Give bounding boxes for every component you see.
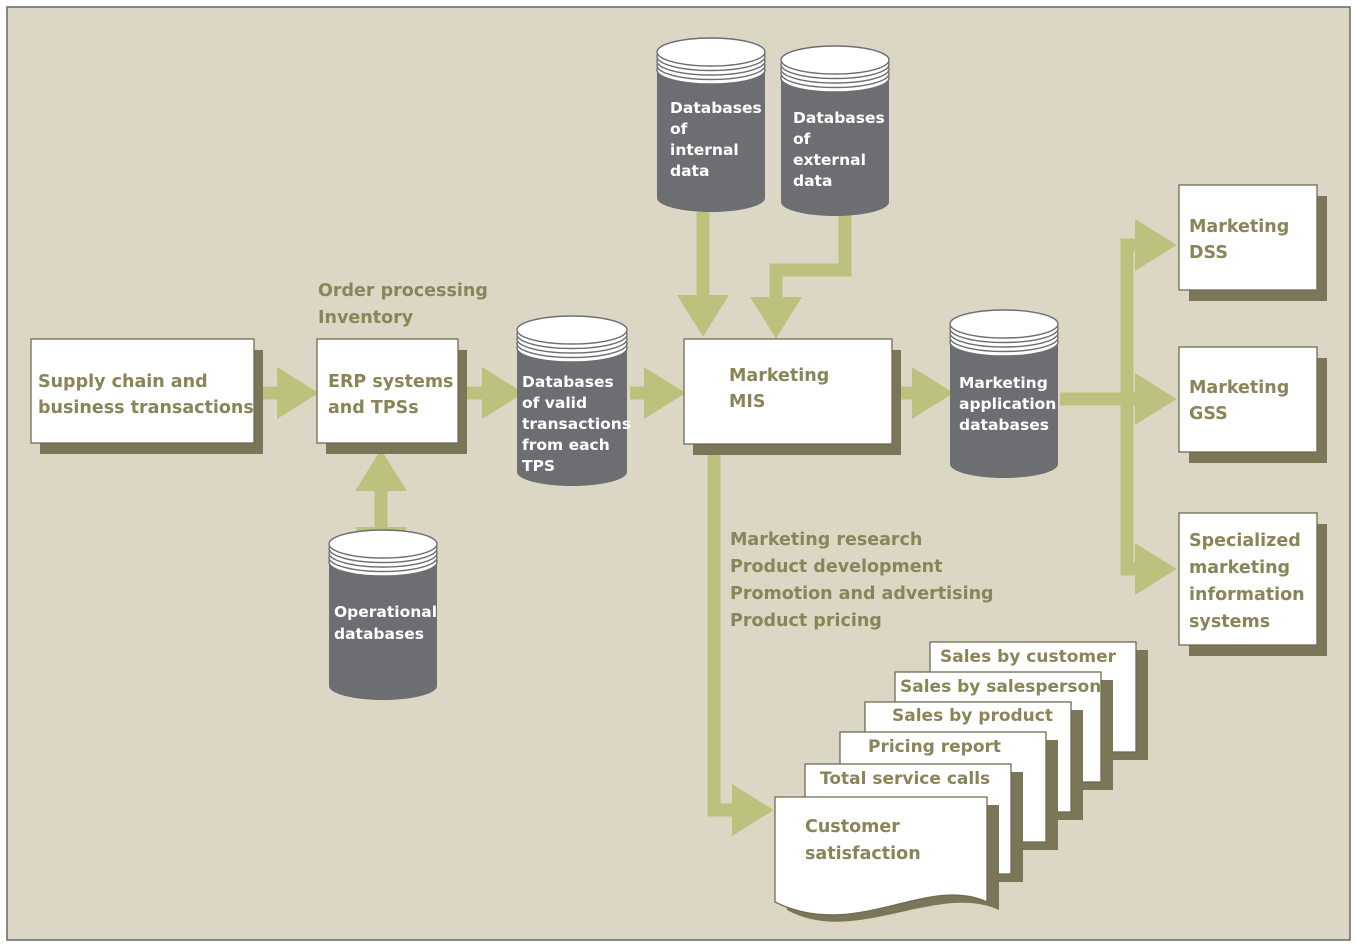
erp-label: ERP systems and TPSs [328,372,454,418]
erp-functions-label: Order processing Inventory [318,281,488,328]
operational-db-cylinder [328,529,438,700]
application-db-cylinder [949,309,1059,478]
gss-box [1178,346,1327,463]
report-service-calls-label: Total service calls [820,769,991,789]
application-db-label: Marketing application databases [959,374,1057,434]
external-db-cylinder [780,45,890,216]
arrow-to-specialized-systems [1120,399,1177,595]
databases-layer [328,37,1059,700]
mis-box [683,338,901,455]
mis-label: Marketing MIS [729,366,830,412]
report-page-customer-satisfaction [774,796,999,922]
specialized-label: Specialized marketing information system… [1189,531,1305,632]
arrow-external-db-to-mis [750,215,852,339]
report-sales-by-product-label: Sales by product [892,706,1053,726]
gss-label: Marketing GSS [1189,378,1290,424]
reports-stack [774,641,1148,922]
arrow-to-marketing-dss [1060,219,1177,406]
internal-db-label: Databases of internal data [670,99,762,180]
dss-box [1178,184,1327,301]
specialized-box [1178,512,1327,656]
report-sales-by-customer-label: Sales by customer [940,647,1117,667]
report-pricing-label: Pricing report [868,737,1002,757]
external-db-label: Databases of external data [793,109,885,190]
valid-transactions-db-cylinder [516,315,628,486]
report-sales-by-salesperson-label: Sales by salesperson [900,677,1102,697]
supply-chain-label: Supply chain and business transactions [38,372,254,418]
report-customer-satisfaction-label: Customer satisfaction [805,817,921,864]
erp-box [316,338,467,454]
arrow-mis-to-reports [707,450,774,836]
mis-functions-label: Marketing research Product development P… [730,530,994,631]
internal-db-cylinder [656,37,766,212]
operational-db-label: Operational databases [334,603,438,643]
valid-transactions-db-label: Databases of valid transactions from eac… [522,373,632,475]
boxes-layer [30,184,1327,656]
supply-chain-box [30,338,263,454]
dss-label: Marketing DSS [1189,217,1290,263]
